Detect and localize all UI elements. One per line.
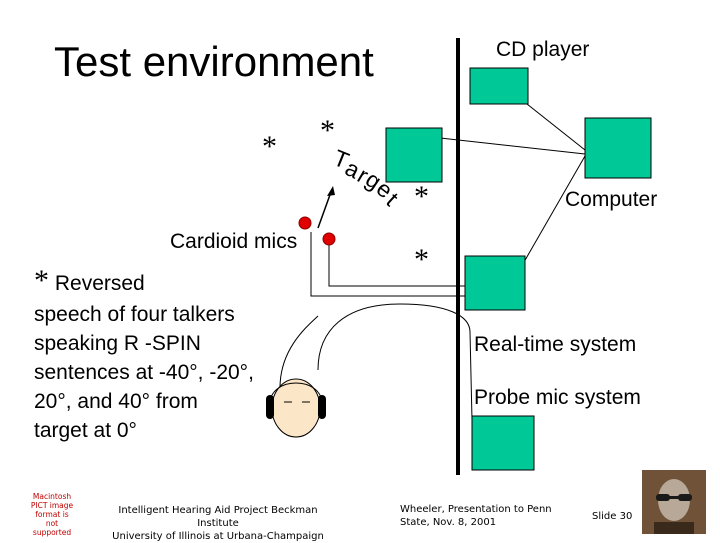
- probe-mic-system-box: [471, 415, 535, 471]
- mic-dot-right: [322, 232, 336, 246]
- realtime-system-label: Real-time system: [474, 333, 637, 356]
- wire-mics-realtime-2: [328, 240, 465, 287]
- asterisk-icon: *: [262, 130, 277, 163]
- wire-computer-realtime: [523, 155, 586, 263]
- caption: * Reversed speech of four talkers speaki…: [34, 266, 254, 445]
- slide-number: Slide 30: [592, 511, 633, 522]
- footer-institute-line2: University of Illinois at Urbana-Champai…: [112, 531, 324, 542]
- page-title: Test environment: [54, 38, 374, 85]
- target-arrow: [317, 191, 332, 229]
- asterisk-icon: *: [414, 243, 429, 276]
- cd-player-box: [469, 67, 529, 105]
- target-speaker-box: [385, 127, 443, 183]
- caption-text: speech of four talkers speaking R -SPIN …: [34, 303, 254, 442]
- cd-player-label: CD player: [496, 38, 590, 61]
- computer-box: [584, 117, 652, 179]
- computer-label: Computer: [565, 188, 658, 211]
- mic-dot-left: [298, 216, 312, 230]
- presenter-photo: [642, 470, 706, 534]
- asterisk-icon: *: [414, 180, 429, 213]
- wire-computer-cdplayer: [526, 103, 586, 151]
- footer-institute-line1: Intelligent Hearing Aid Project Beckman …: [118, 505, 318, 529]
- wire-mics-realtime: [310, 232, 465, 297]
- realtime-system-box: [464, 255, 526, 311]
- head-with-headphones-icon: [266, 378, 326, 438]
- target-arrow-head: [327, 186, 335, 196]
- cardioid-mics-label: Cardioid mics: [170, 230, 298, 253]
- asterisk-icon: *: [320, 114, 335, 147]
- footer-institute: Intelligent Hearing Aid Project Beckman …: [98, 504, 338, 543]
- pict-placeholder: Macintosh PICT image format is not suppo…: [30, 492, 74, 537]
- wire-probe-system-2: [469, 331, 473, 421]
- caption-symbol: *: [34, 264, 49, 297]
- footer-presenter: Wheeler, Presentation to Penn State, Nov…: [400, 503, 560, 529]
- wire-probe-left: [279, 315, 319, 389]
- probe-mic-system-label: Probe mic system: [474, 386, 641, 409]
- wire-probe-system: [317, 303, 471, 371]
- footer-presenter-line2: State, Nov. 8, 2001: [400, 517, 497, 528]
- footer-presenter-line1: Wheeler, Presentation to Penn: [400, 504, 552, 515]
- caption-first: Reversed: [54, 272, 145, 295]
